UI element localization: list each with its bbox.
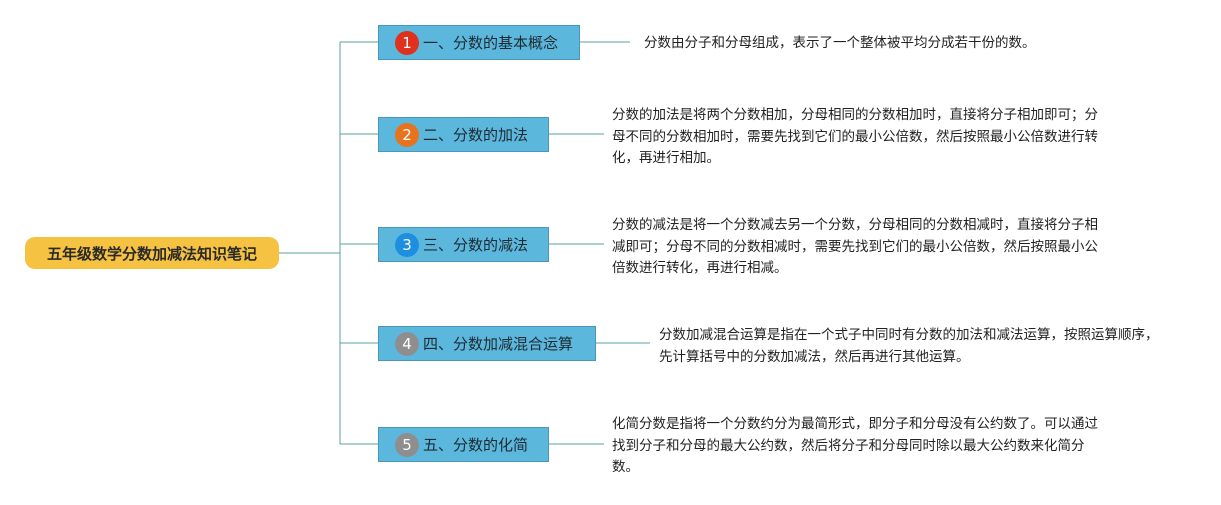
note-subtraction: 分数的减法是将一个分数减去另一个分数，分母相同的分数相减时，直接将分子相减即可；… bbox=[612, 217, 1098, 276]
root-topic[interactable]: 五年级数学分数加减法知识笔记 bbox=[25, 237, 279, 269]
note-addition: 分数的加法是将两个分数相加，分母相同的分数相加时，直接将分子相加即可；分母不同的… bbox=[612, 107, 1098, 166]
branch-mixed-operations[interactable]: 4 四、分数加减混合运算 bbox=[378, 326, 596, 361]
branch-label: 五、分数的化简 bbox=[423, 436, 529, 454]
branch-basic-concept[interactable]: 1 一、分数的基本概念 bbox=[378, 25, 580, 60]
note-mixed-operations: 分数加减混合运算是指在一个式子中同时有分数的加法和减法运算，按照运算顺序，先计算… bbox=[659, 327, 1159, 365]
number-1-badge-icon: 1 bbox=[395, 30, 419, 55]
branch-addition[interactable]: 2 二、分数的加法 bbox=[378, 117, 549, 152]
number-3-badge-icon: 3 bbox=[395, 232, 419, 257]
number-4-badge-icon: 4 bbox=[395, 331, 419, 356]
note-simplification: 化简分数是指将一个分数约分为最简形式，即分子和分母没有公约数了。可以通过找到分子… bbox=[612, 416, 1098, 475]
number-5-badge-icon: 5 bbox=[395, 432, 419, 457]
branch-label: 四、分数加减混合运算 bbox=[423, 335, 574, 353]
number-2-badge-icon: 2 bbox=[395, 122, 419, 147]
branch-label: 一、分数的基本概念 bbox=[423, 34, 559, 52]
branch-subtraction[interactable]: 3 三、分数的减法 bbox=[378, 227, 549, 262]
note-basic-concept: 分数由分子和分母组成，表示了一个整体被平均分成若干份的数。 bbox=[644, 35, 1036, 51]
root-topic-label: 五年级数学分数加减法知识笔记 bbox=[46, 244, 257, 263]
branch-label: 二、分数的加法 bbox=[423, 126, 529, 144]
branch-simplification[interactable]: 5 五、分数的化简 bbox=[378, 427, 549, 462]
branch-label: 三、分数的减法 bbox=[423, 236, 529, 254]
